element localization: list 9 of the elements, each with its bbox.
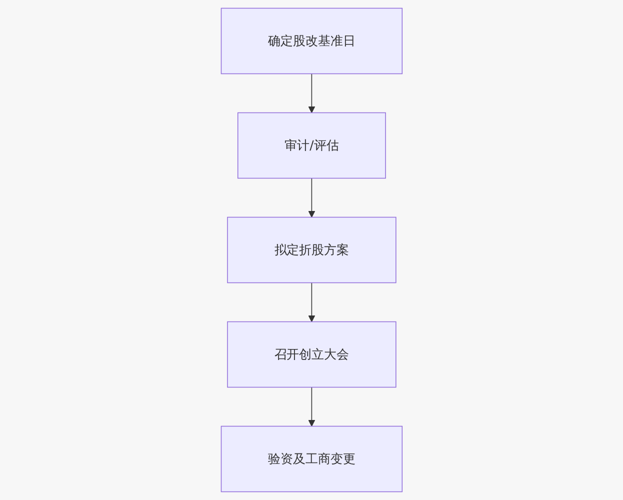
- arrow: [308, 73, 315, 114]
- node-box: 召开创立大会: [226, 321, 396, 388]
- node-box: 拟定折股方案: [226, 216, 396, 284]
- node-box: 确定股改基准日: [220, 8, 402, 74]
- node-box: 验资及工商变更: [220, 426, 402, 492]
- node-box: 审计/评估: [237, 112, 386, 179]
- arrow: [308, 178, 315, 218]
- arrow: [308, 386, 315, 427]
- arrow: [308, 282, 315, 322]
